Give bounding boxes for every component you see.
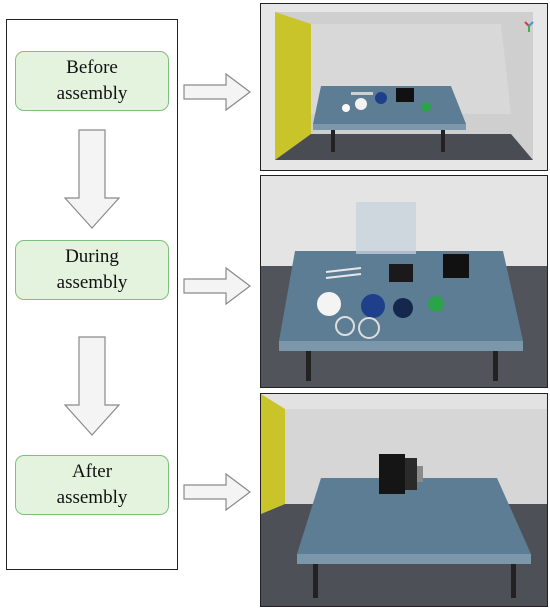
scene-before-panel xyxy=(260,3,548,171)
right-arrow-2 xyxy=(183,266,251,306)
stage-after-assembly: After assembly xyxy=(15,455,169,515)
flow-frame xyxy=(6,19,178,570)
scene-during-image xyxy=(261,176,547,387)
scene-during-panel xyxy=(260,175,548,388)
scene-before-image xyxy=(261,4,547,170)
stage-during-assembly: During assembly xyxy=(15,240,169,300)
right-arrow-1 xyxy=(183,72,251,112)
gizmo-icon xyxy=(524,21,534,32)
stage-before-label: Before assembly xyxy=(56,57,128,104)
right-arrow-3 xyxy=(183,472,251,512)
stage-during-label: During assembly xyxy=(56,246,128,293)
scene-after-image xyxy=(261,394,547,606)
down-arrow-2 xyxy=(63,336,121,436)
down-arrow-1 xyxy=(63,129,121,229)
scene-after-panel xyxy=(260,393,548,607)
stage-after-label: After assembly xyxy=(56,461,128,508)
stage-before-assembly: Before assembly xyxy=(15,51,169,111)
